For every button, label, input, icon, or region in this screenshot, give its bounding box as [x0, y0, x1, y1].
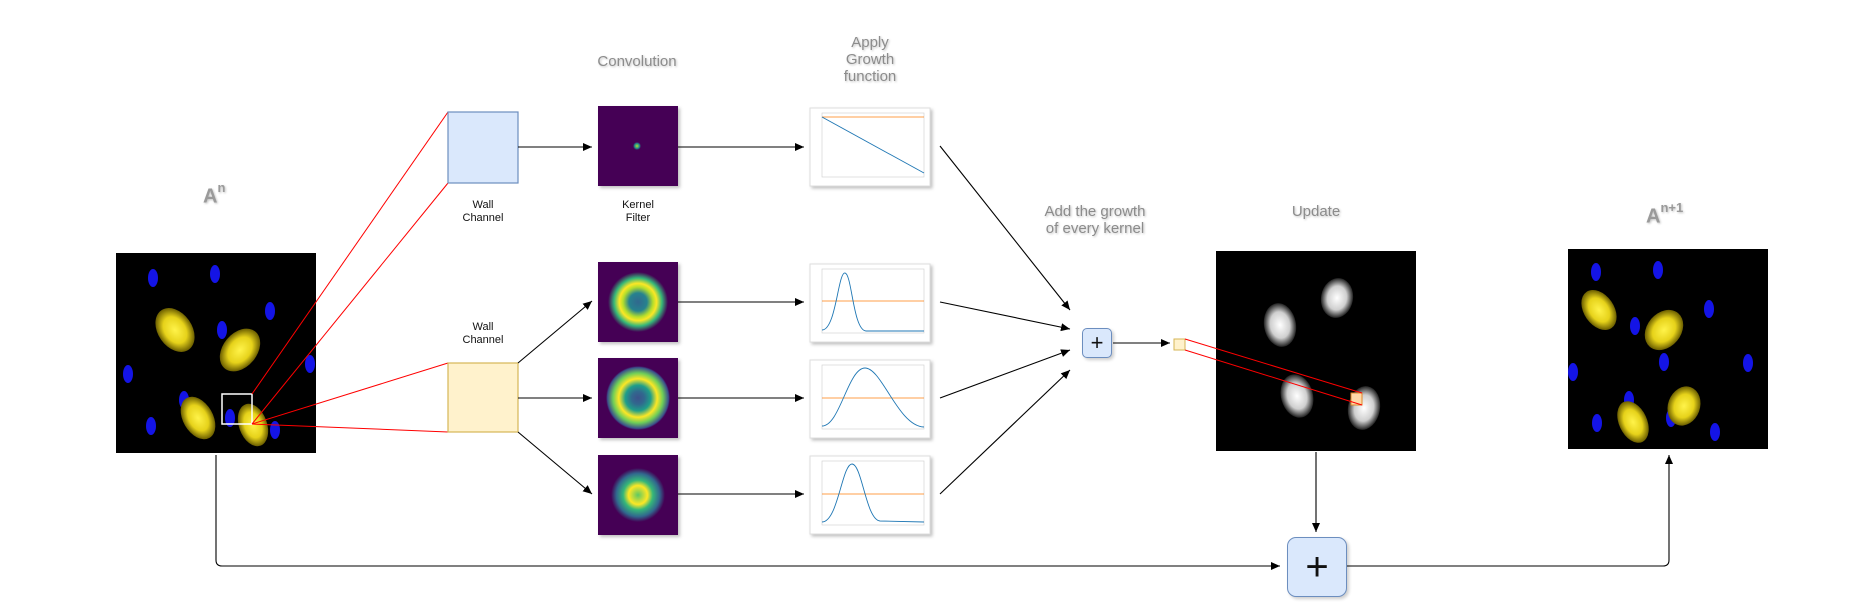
- plus-icon: +: [1090, 330, 1104, 355]
- growth-plots: [809, 107, 931, 535]
- kernel-filter-label: Kernel Filter: [622, 199, 654, 224]
- update-grid: [1216, 251, 1416, 451]
- wall-channel-box-orange: [447, 362, 519, 433]
- projection-lines: [251, 111, 449, 433]
- creatures: [155, 308, 269, 447]
- arrows: [215, 143, 1673, 570]
- selection-box: [221, 393, 253, 425]
- wall-channel-box-blue: [447, 111, 519, 184]
- output-state-title: An+1: [1646, 200, 1684, 228]
- apply-growth-label: Apply Growth function: [843, 34, 897, 85]
- update-label: Update: [1291, 203, 1341, 220]
- growth-plot-wall: [809, 107, 931, 187]
- sum-growth-plus: +: [1082, 328, 1112, 358]
- update-state-plus: +: [1287, 537, 1347, 597]
- add-growth-label: Add the growth of every kernel: [1044, 203, 1146, 237]
- input-state-grid: [116, 253, 316, 453]
- summed-cell: [1173, 338, 1186, 351]
- output-state-grid: [1568, 249, 1768, 449]
- wall-dots: [123, 265, 315, 439]
- update-projection: [1184, 338, 1363, 406]
- plus-icon: +: [1305, 544, 1329, 589]
- convolution-label: Convolution: [597, 53, 677, 70]
- wall-channel-label-mid: Wall Channel: [462, 321, 504, 346]
- input-state-title: An: [203, 180, 226, 208]
- wall-channel-label-top: Wall Channel: [462, 199, 504, 224]
